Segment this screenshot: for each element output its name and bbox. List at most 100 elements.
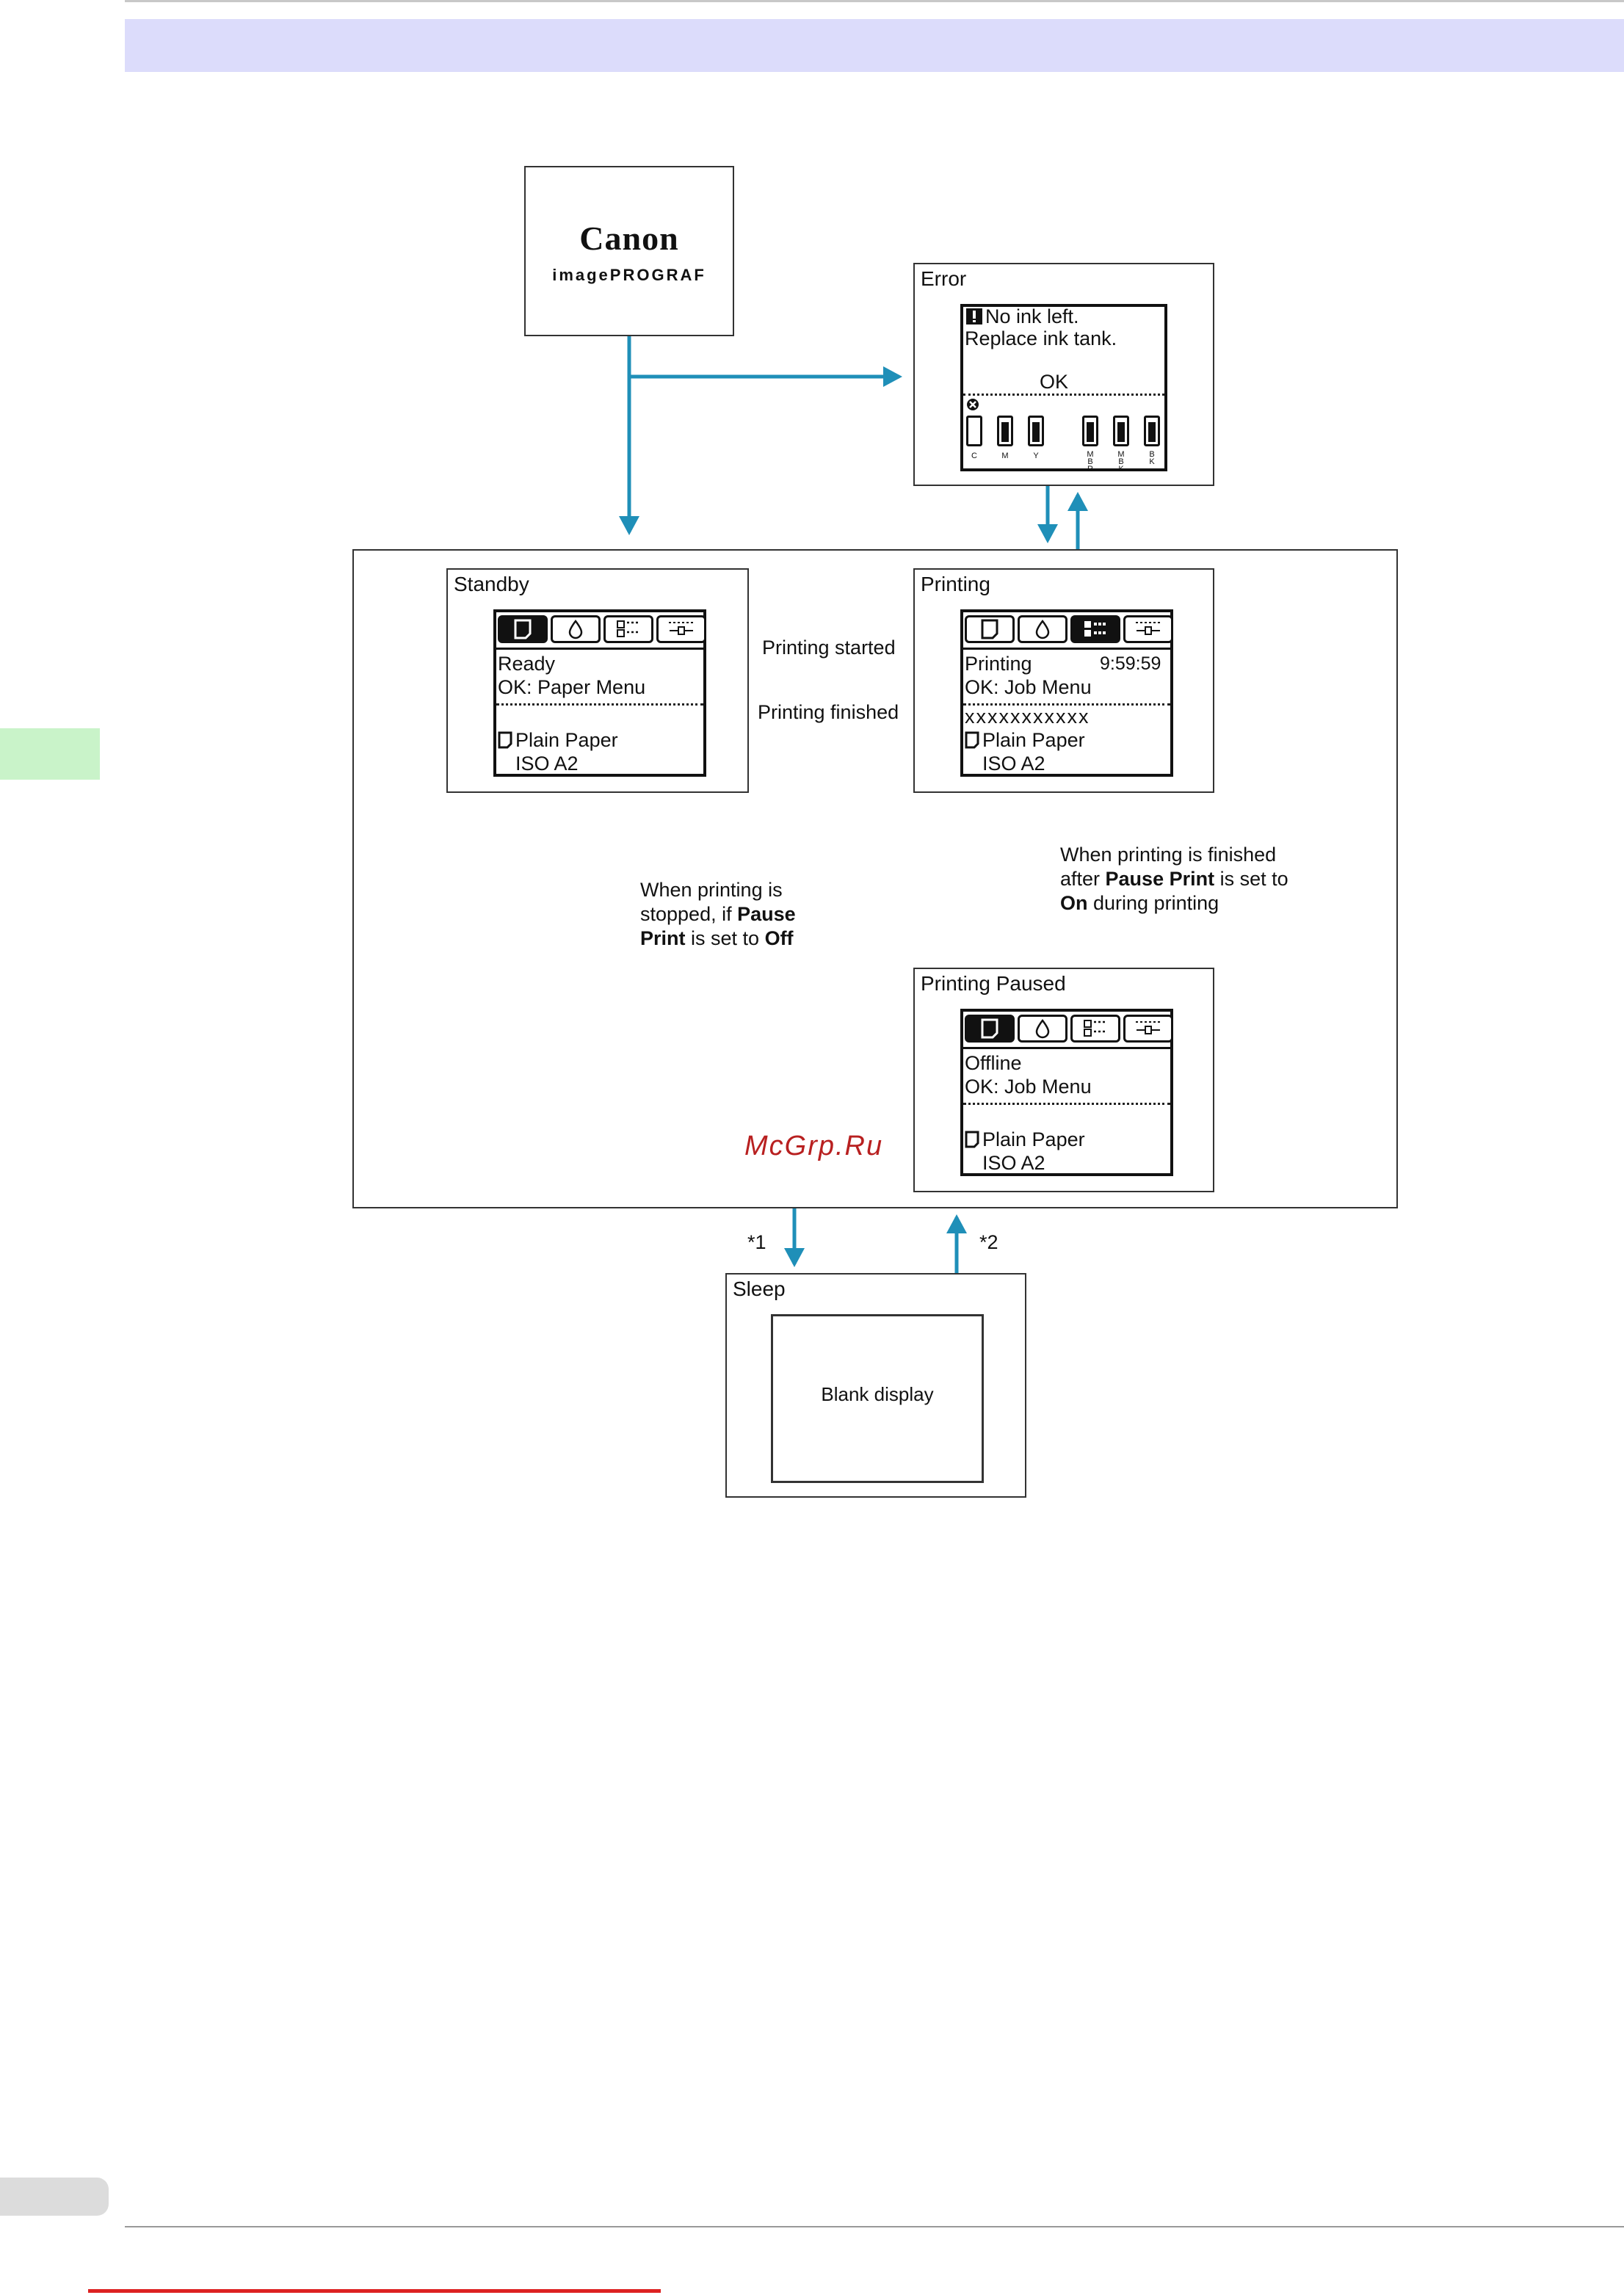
standby-line2: OK: Paper Menu [498, 676, 646, 698]
label-to-paused: When printing is finished after Pause Pr… [1060, 843, 1288, 916]
error-cross-icon [967, 399, 979, 410]
label-part: is set to [1214, 868, 1288, 890]
state-title: Printing [921, 573, 990, 595]
label-bold: Pause [737, 903, 796, 925]
printing-size: ISO A2 [982, 753, 1045, 775]
canon-logo-box: Canon imagePROGRAF [524, 166, 734, 336]
paper-icon [498, 731, 512, 749]
tab-paper [965, 615, 1015, 643]
header-band [125, 19, 1624, 72]
tab-ink [1018, 615, 1067, 643]
settings-icon [1136, 1021, 1160, 1034]
label-bold: Print [640, 927, 686, 949]
paper-icon [981, 619, 998, 639]
printing-screen: Printing 9:59:59 OK: Job Menu xxxxxxxxxx… [960, 609, 1173, 777]
ink-label: M [1001, 452, 1009, 460]
state-title: Standby [454, 573, 529, 595]
ink-label: B K [1149, 450, 1155, 466]
error-screen: No ink left. Replace ink tank. OK C M Y … [960, 304, 1167, 474]
chapter-tab [0, 728, 100, 780]
paper-icon [981, 1018, 998, 1039]
state-title: Sleep [733, 1277, 786, 1300]
ink-levels: C M Y M B R M B K B K [966, 416, 1164, 474]
divider [963, 394, 1164, 396]
sleep-display-text: Blank display [821, 1383, 934, 1405]
state-sleep: Sleep Blank display [725, 1273, 1026, 1498]
paused-line2: OK: Job Menu [965, 1076, 1092, 1098]
label-printing-finished: Printing finished [758, 701, 899, 723]
label-part: When printing is finished [1060, 844, 1277, 866]
error-line2: Replace ink tank. [965, 327, 1117, 349]
tab-settings [1123, 1015, 1173, 1043]
label-part: after [1060, 868, 1106, 890]
label-part: When printing is [640, 879, 783, 901]
tab-paper [498, 615, 548, 643]
settings-icon [669, 622, 693, 635]
ink-c-empty [966, 416, 982, 446]
label-sleep-in: *1 [747, 1231, 766, 1253]
paused-paper: Plain Paper [982, 1128, 1085, 1150]
standby-line1: Ready [498, 653, 556, 675]
job-list-icon [617, 620, 638, 637]
state-printing-paused: Printing Paused Offline OK: Job Menu Pla… [913, 968, 1214, 1192]
tab-settings [656, 615, 706, 643]
standby-size: ISO A2 [515, 753, 579, 775]
footer-rule [125, 2226, 1624, 2227]
ink-label: Y [1033, 452, 1039, 460]
divider [963, 1103, 1170, 1105]
state-standby: Standby Ready OK: Paper Menu Plain Paper… [446, 568, 749, 793]
ink-drop-icon [568, 619, 583, 639]
label-printing-started: Printing started [762, 637, 896, 659]
printing-job-name: xxxxxxxxxxx [965, 706, 1090, 728]
divider [963, 703, 1170, 706]
label-bold: Pause Print [1105, 868, 1215, 890]
footer-red-rule [88, 2289, 661, 2293]
warning-icon [966, 308, 982, 325]
ink-mbk [1113, 416, 1129, 446]
ink-mbr [1082, 416, 1098, 446]
error-line1: No ink left. [985, 305, 1079, 327]
state-title: Printing Paused [921, 972, 1066, 995]
printing-paper: Plain Paper [982, 729, 1085, 751]
paused-screen: Offline OK: Job Menu Plain Paper ISO A2 [960, 1009, 1173, 1176]
tab-paper [965, 1015, 1015, 1043]
tab-bar [963, 612, 1173, 650]
label-part: is set to [685, 927, 765, 949]
top-rule [125, 0, 1624, 2]
label-bold: Off [764, 927, 794, 949]
job-list-icon [1084, 1020, 1105, 1037]
state-error: Error No ink left. Replace ink tank. OK … [913, 263, 1214, 486]
state-title: Error [921, 267, 967, 290]
paper-icon [965, 731, 979, 749]
ink-m [997, 416, 1013, 446]
ink-bk [1144, 416, 1160, 446]
job-list-icon [1084, 621, 1106, 637]
tab-ink [1018, 1015, 1067, 1043]
standby-paper: Plain Paper [515, 729, 618, 751]
label-part: during printing [1087, 892, 1219, 914]
settings-icon [1136, 622, 1160, 635]
tab-job [1070, 615, 1120, 643]
paper-icon [965, 1131, 979, 1148]
ink-y [1028, 416, 1044, 446]
ink-drop-icon [1035, 619, 1050, 639]
divider [496, 703, 703, 706]
error-ok: OK [1040, 371, 1069, 393]
sleep-screen: Blank display [771, 1314, 984, 1483]
ink-label: M B K [1117, 450, 1125, 474]
tab-settings [1123, 615, 1173, 643]
tab-bar [496, 612, 706, 650]
ink-label: C [971, 452, 977, 460]
label-part: stopped, if [640, 903, 738, 925]
ink-label: M B R [1087, 450, 1094, 474]
canon-logo: Canon [579, 220, 679, 257]
label-sleep-out: *2 [979, 1231, 998, 1253]
watermark: McGrp.Ru [744, 1131, 884, 1161]
standby-screen: Ready OK: Paper Menu Plain Paper ISO A2 [493, 609, 706, 777]
printing-time: 9:59:59 [1100, 653, 1161, 674]
printing-line2: OK: Job Menu [965, 676, 1092, 698]
paused-line1: Offline [965, 1052, 1022, 1074]
label-bold: On [1060, 892, 1088, 914]
tab-job [603, 615, 653, 643]
paused-size: ISO A2 [982, 1152, 1045, 1174]
